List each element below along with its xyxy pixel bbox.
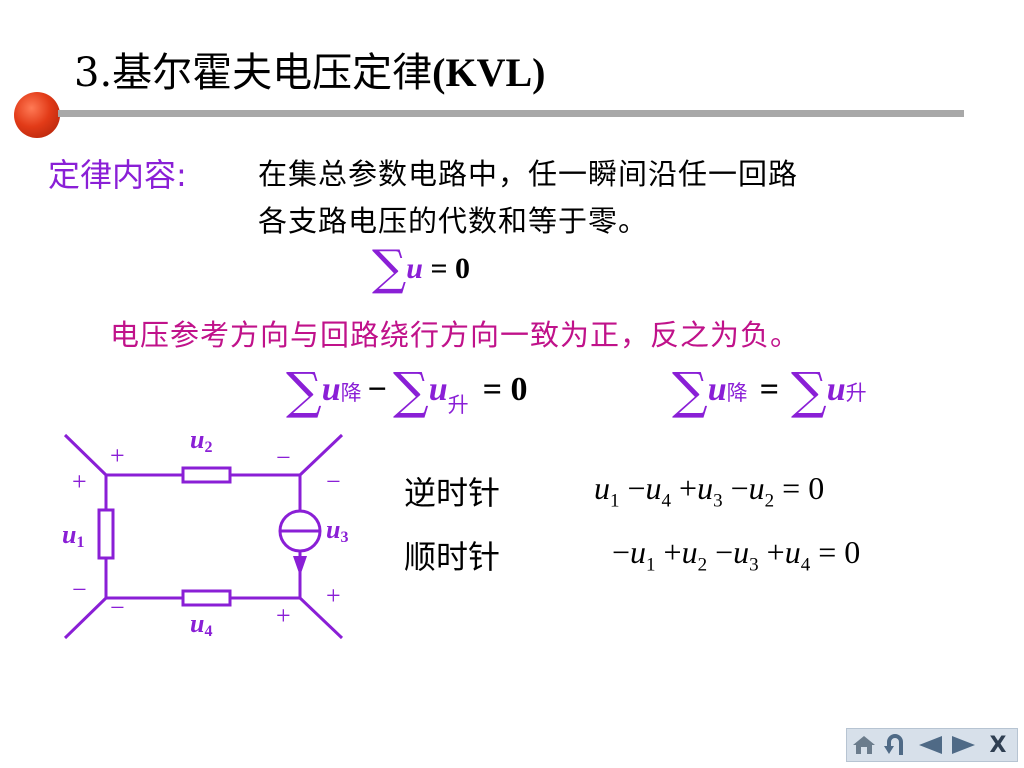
wire-stub-bottom-right (298, 596, 344, 640)
sign-u2-minus: − (276, 443, 291, 472)
title-abbr: (KVL) (432, 50, 546, 95)
formula-var: u (321, 371, 341, 408)
resistor-u4 (181, 589, 232, 607)
sign-u2-plus: + (110, 441, 125, 470)
minus-sign: − (367, 371, 387, 408)
next-button[interactable] (949, 732, 979, 758)
sign-u1-minus: − (72, 575, 87, 604)
wire-stub-top-left (63, 433, 108, 477)
sign-u4-plus: + (276, 601, 291, 630)
wire-stub-bottom-left (63, 596, 108, 640)
resistor-u2 (181, 466, 232, 484)
subscript-rise: 升 (845, 381, 867, 405)
home-icon (853, 736, 875, 754)
formula-var: u (428, 371, 448, 408)
counterclockwise-equation: u1 −u4 +u3 −u2 = 0 (594, 470, 825, 512)
sign-u3-minus: − (326, 467, 341, 496)
equals-zero: = 0 (482, 371, 528, 408)
loop-circuit-diagram: u2 u4 u1 u3 + − + − − + − + (62, 425, 348, 640)
close-icon: X (989, 732, 1007, 758)
subscript-drop: 降 (340, 381, 362, 405)
sign-u4-minus: − (110, 593, 125, 622)
sigma-symbol: ∑ (372, 240, 407, 296)
sum-formula: ∑u = 0 (372, 240, 470, 296)
resistor-u1 (97, 508, 115, 560)
sigma-symbol: ∑ (791, 362, 827, 420)
formula-var: u (826, 371, 846, 408)
sigma-symbol: ∑ (393, 362, 429, 420)
clockwise-equation: −u1 +u2 −u3 +u4 = 0 (612, 534, 861, 576)
formula-var: u (707, 371, 727, 408)
law-text-line1: 在集总参数电路中，任一瞬间沿任一回路 (258, 157, 799, 191)
counterclockwise-label: 逆时针 (404, 474, 501, 512)
sign-u1-plus: + (72, 467, 87, 496)
title-main: 基尔霍夫电压定律 (112, 50, 433, 96)
wire-stub-top-right (298, 433, 344, 477)
home-button[interactable] (849, 732, 879, 758)
circuit-wires (63, 433, 344, 640)
title-underline (58, 110, 964, 117)
return-icon (884, 734, 903, 755)
close-button[interactable]: X (983, 732, 1013, 758)
label-u2: u2 (190, 425, 212, 456)
equals-sign: = (759, 371, 779, 408)
sigma-symbol: ∑ (286, 362, 322, 420)
arrow-down-icon (293, 556, 307, 576)
label-u4: u4 (190, 609, 212, 640)
drop-equals-rise-formula: ∑u降=∑u升 (672, 362, 867, 420)
law-text-line2: 各支路电压的代数和等于零。 (258, 204, 649, 238)
drop-minus-rise-formula: ∑u降−∑u升= 0 (286, 362, 534, 420)
sigma-symbol: ∑ (672, 362, 708, 420)
subscript-rise: 升 (447, 393, 469, 417)
return-button[interactable] (881, 732, 911, 758)
formula-var: u (406, 252, 423, 285)
previous-icon (919, 736, 942, 754)
clockwise-label: 顺时针 (404, 538, 501, 576)
formula-rest: = 0 (422, 252, 471, 285)
title-bullet (14, 92, 60, 138)
label-u3: u3 (326, 515, 348, 546)
sign-rule: 电压参考方向与回路绕行方向一致为正，反之为负。 (110, 318, 801, 352)
next-icon (952, 736, 975, 754)
label-u1: u1 (62, 520, 84, 551)
slide-navigation-bar: X (846, 728, 1018, 762)
previous-button[interactable] (915, 732, 945, 758)
page-title: 3.基尔霍夫电压定律(KVL) (74, 40, 546, 98)
subscript-drop: 降 (726, 381, 748, 405)
title-number: 3. (74, 50, 113, 96)
sign-u3-plus: + (326, 581, 341, 610)
law-label: 定律内容: (48, 156, 187, 194)
